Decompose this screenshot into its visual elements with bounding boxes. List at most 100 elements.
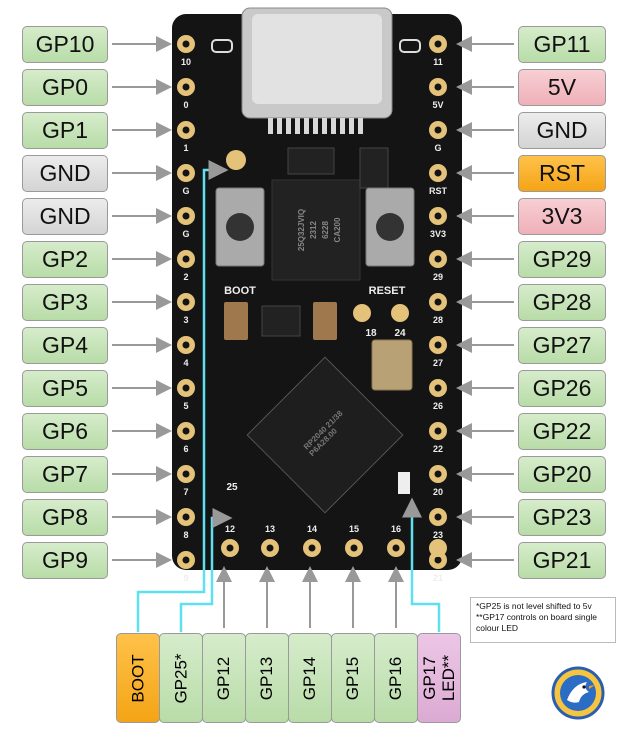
- right-pad-silk-label: 29: [433, 272, 443, 282]
- usb-pin: [304, 118, 309, 134]
- right-pin-label: GP22: [518, 413, 606, 450]
- pad-25-label: 25: [226, 482, 238, 493]
- right-pad-hole: [434, 212, 442, 220]
- right-pin-label: 3V3: [518, 198, 606, 235]
- usb-pin: [340, 118, 345, 134]
- left-pad-hole: [182, 513, 190, 521]
- left-pad-silk-label: 4: [183, 358, 188, 368]
- right-pin-label: GP29: [518, 241, 606, 278]
- mount-slot: [399, 39, 421, 53]
- left-pin-label: GP2: [22, 241, 108, 278]
- left-pin-label: GP8: [22, 499, 108, 536]
- usb-pin: [313, 118, 318, 134]
- mount-slot: [211, 39, 233, 53]
- left-pin-label: GP9: [22, 542, 108, 579]
- right-pad-silk-label: RST: [429, 186, 448, 196]
- left-pad-hole: [182, 40, 190, 48]
- bottom-pin-label-text: GP25*: [171, 652, 191, 704]
- left-pad-hole: [182, 298, 190, 306]
- left-pin-label: GP4: [22, 327, 108, 364]
- boot-button-cap: [226, 213, 254, 241]
- flash-chip-marking: 6228: [321, 221, 330, 239]
- bottom-pin-label: GP16: [374, 633, 418, 723]
- left-pad-silk-label: 8: [183, 530, 188, 540]
- left-pad-silk-label: 9: [183, 573, 188, 583]
- right-pad-hole: [434, 427, 442, 435]
- boot-trace: [136, 160, 229, 632]
- left-pad-silk-label: G: [182, 229, 189, 239]
- flash-chip-marking: CA200: [333, 217, 342, 242]
- boot-pad: [226, 150, 246, 170]
- usb-c-shell: [252, 14, 382, 104]
- flash-chip-marking: 25Q32JVIQ: [297, 209, 306, 251]
- left-pad-hole: [182, 169, 190, 177]
- pad-18-label: 18: [365, 328, 377, 339]
- bottom-pin-label: GP25*: [159, 633, 203, 723]
- bottom-pad-gp17: [429, 539, 447, 557]
- right-pad-silk-label: 26: [433, 401, 443, 411]
- left-pad-hole: [182, 384, 190, 392]
- reset-button-cap: [376, 213, 404, 241]
- left-pad-silk-label: 6: [183, 444, 188, 454]
- bottom-pad-silk-label: 13: [265, 524, 275, 534]
- pad-18: [353, 304, 371, 322]
- bottom-pin-label: GP13: [245, 633, 289, 723]
- left-pad-hole: [182, 255, 190, 263]
- reset-silk-label: RESET: [369, 285, 406, 297]
- left-pad-silk-label: 5: [183, 401, 188, 411]
- bottom-pad-silk-label: 15: [349, 524, 359, 534]
- left-pin-label: GND: [22, 155, 108, 192]
- usb-pin: [358, 118, 363, 134]
- footnote-line-1: *GP25 is not level shifted to 5v: [476, 601, 592, 611]
- left-pin-label: GP0: [22, 69, 108, 106]
- bottom-pin-label: GP12: [202, 633, 246, 723]
- left-pin-label: GP5: [22, 370, 108, 407]
- right-pad-silk-label: 20: [433, 487, 443, 497]
- right-pad-hole: [434, 513, 442, 521]
- regulator-chip: [287, 147, 335, 175]
- right-pad-hole: [434, 40, 442, 48]
- right-pin-label: GP21: [518, 542, 606, 579]
- left-pad-silk-label: 2: [183, 272, 188, 282]
- bottom-pad-silk-label: 12: [225, 524, 235, 534]
- footnote-box: *GP25 is not level shifted to 5v **GP17 …: [470, 597, 616, 643]
- flash-chip-marking: 2312: [309, 221, 318, 239]
- bottom-pad-hole: [226, 544, 234, 552]
- right-pad-hole: [434, 298, 442, 306]
- bottom-pin-label-text: GP12: [214, 656, 234, 700]
- gp17-led-trace: [402, 497, 441, 632]
- flash-chip: [271, 179, 361, 281]
- right-pin-label: GP23: [518, 499, 606, 536]
- left-pin-label: GP1: [22, 112, 108, 149]
- usb-pin: [268, 118, 273, 134]
- right-pad-hole: [434, 255, 442, 263]
- bottom-pin-label-text: BOOT: [128, 653, 148, 703]
- bottom-pin-label-text: GP14: [300, 656, 320, 700]
- right-pad-hole: [434, 169, 442, 177]
- right-pad-silk-label: 23: [433, 530, 443, 540]
- right-pad-silk-label: 22: [433, 444, 443, 454]
- right-pad-hole: [434, 83, 442, 91]
- right-pad-hole: [434, 384, 442, 392]
- usb-pin: [286, 118, 291, 134]
- right-pin-label: GND: [518, 112, 606, 149]
- right-pad-hole: [434, 126, 442, 134]
- left-pin-label: GND: [22, 198, 108, 235]
- usb-pin: [331, 118, 336, 134]
- capacitor: [224, 302, 248, 340]
- capacitor: [313, 302, 337, 340]
- bottom-pin-label-text: GP15: [343, 656, 363, 700]
- left-pin-label: GP6: [22, 413, 108, 450]
- usb-pin: [277, 118, 282, 134]
- right-pin-label: GP27: [518, 327, 606, 364]
- bottom-pad-hole: [350, 544, 358, 552]
- left-pad-hole: [182, 212, 190, 220]
- left-pad-hole: [182, 470, 190, 478]
- pad-24-label: 24: [394, 328, 406, 339]
- bottom-pad-hole: [308, 544, 316, 552]
- left-pad-silk-label: 0: [183, 100, 188, 110]
- left-pad-hole: [182, 341, 190, 349]
- left-pin-label: GP3: [22, 284, 108, 321]
- ic-small: [359, 147, 389, 189]
